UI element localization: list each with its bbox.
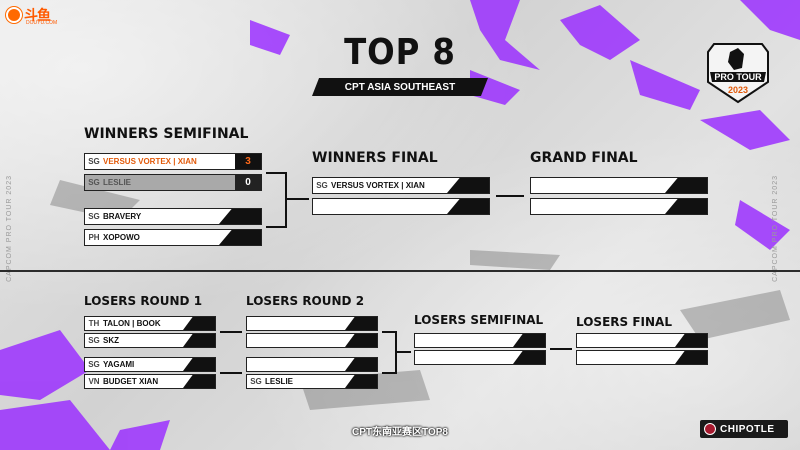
side-text-right: CAPCOM PRO TOUR 2023: [772, 175, 779, 282]
region-code: SG: [88, 212, 100, 221]
losers-semi-slot-2[interactable]: [414, 350, 546, 365]
losers-final-slot-2[interactable]: [576, 350, 708, 365]
bracket-divider: [0, 270, 800, 272]
slot-cap: [219, 230, 261, 245]
sponsor-name: CHIPOTLE: [720, 423, 775, 435]
stream-caption: CPT东南亚赛区TOP8: [352, 427, 448, 438]
player-score: 3: [235, 154, 261, 169]
losers-final-slot-1[interactable]: [576, 333, 708, 348]
losers-semi-slot-1[interactable]: [414, 333, 546, 348]
player-name: LESLIE: [265, 377, 294, 386]
winners-semi-slot-2[interactable]: SG LESLIE 0: [84, 174, 262, 191]
losers-r1-slot-4[interactable]: VN BUDGET XIAN: [84, 374, 216, 389]
douyu-logo: 斗鱼 DOUYU.COM: [6, 4, 62, 26]
losers-r1-slot-1[interactable]: TH TALON | BOOK: [84, 316, 216, 331]
player-name: BUDGET XIAN: [103, 377, 159, 386]
player-name: XOPOWO: [103, 233, 140, 242]
player-name: YAGAMI: [103, 360, 135, 369]
slot-cap: [447, 199, 489, 214]
slot-cap: [447, 178, 489, 193]
player-score: 0: [235, 175, 261, 190]
winners-final-slot-1[interactable]: SG VERSUS VORTEX | XIAN: [312, 177, 490, 194]
player-name: TALON | BOOK: [103, 319, 161, 328]
slot-cap: [665, 178, 707, 193]
winners-semi-slot-3[interactable]: SG BRAVERY: [84, 208, 262, 225]
region-code: VN: [88, 377, 100, 386]
bracket-connector: [285, 198, 309, 200]
pro-tour-logo: PRO TOUR 2023: [707, 43, 769, 104]
winners-semi-slot-4[interactable]: PH XOPOWO: [84, 229, 262, 246]
region-code: SG: [88, 360, 100, 369]
bracket-connector: [266, 172, 286, 174]
slot-cap: [345, 317, 377, 330]
winners-semi-slot-1[interactable]: SG VERSUS VORTEX | XIAN 3: [84, 153, 262, 170]
slot-cap: [345, 358, 377, 371]
page-title: TOP 8: [344, 32, 456, 73]
losers-semifinal-heading: LOSERS SEMIFINAL: [414, 313, 544, 327]
slot-cap: [345, 375, 377, 388]
bracket-connector: [220, 372, 242, 374]
losers-final-heading: LOSERS FINAL: [576, 315, 672, 329]
region-code: PH: [88, 233, 100, 242]
pro-tour-year: 2023: [728, 85, 748, 95]
grand-final-slot-2[interactable]: [530, 198, 708, 215]
douyu-logo-text: 斗鱼: [24, 7, 51, 23]
slot-cap: [665, 199, 707, 214]
losers-r2-slot-2[interactable]: [246, 333, 378, 348]
winners-final-slot-2[interactable]: [312, 198, 490, 215]
bracket-connector: [266, 226, 286, 228]
region-code: SG: [88, 157, 100, 166]
player-name: BRAVERY: [103, 212, 142, 221]
bracket-connector: [382, 372, 396, 374]
player-name: VERSUS VORTEX | XIAN: [103, 157, 197, 166]
bracket-connector: [285, 172, 287, 228]
losers-r2-slot-1[interactable]: [246, 316, 378, 331]
slot-cap: [513, 351, 545, 364]
player-name: LESLIE: [103, 178, 132, 187]
event-subtitle: CPT ASIA SOUTHEAST: [312, 78, 488, 96]
bracket-connector: [220, 331, 242, 333]
region-code: SG: [250, 377, 262, 386]
losers-round2-heading: LOSERS ROUND 2: [246, 294, 365, 308]
slot-cap: [219, 209, 261, 224]
slot-cap: [675, 334, 707, 347]
sponsor-badge: CHIPOTLE: [700, 420, 788, 438]
winners-semifinal-heading: WINNERS SEMIFINAL: [84, 126, 249, 142]
douyu-fish-icon: [6, 7, 22, 23]
slot-cap: [183, 317, 215, 330]
douyu-logo-sub: DOUYU.COM: [26, 20, 58, 26]
grand-final-slot-1[interactable]: [530, 177, 708, 194]
bracket-connector: [395, 351, 411, 353]
slot-cap: [183, 375, 215, 388]
losers-r2-slot-4[interactable]: SG LESLIE: [246, 374, 378, 389]
side-text-left: CAPCOM PRO TOUR 2023: [6, 175, 13, 282]
winners-final-heading: WINNERS FINAL: [312, 150, 438, 166]
slot-cap: [183, 358, 215, 371]
region-code: SG: [88, 178, 100, 187]
pro-tour-text: PRO TOUR: [714, 72, 762, 82]
slot-cap: [183, 334, 215, 347]
losers-r2-slot-3[interactable]: [246, 357, 378, 372]
player-name: VERSUS VORTEX | XIAN: [331, 181, 425, 190]
bracket-connector: [382, 331, 396, 333]
slot-cap: [675, 351, 707, 364]
losers-r1-slot-3[interactable]: SG YAGAMI: [84, 357, 216, 372]
chipotle-logo-icon: [704, 423, 716, 435]
player-name: SKZ: [103, 336, 119, 345]
slot-cap: [345, 334, 377, 347]
losers-round1-heading: LOSERS ROUND 1: [84, 294, 203, 308]
bracket-connector: [550, 348, 572, 350]
region-code: SG: [316, 181, 328, 190]
bracket-connector: [496, 195, 524, 197]
region-code: TH: [88, 319, 100, 328]
grand-final-heading: GRAND FINAL: [530, 150, 638, 166]
losers-r1-slot-2[interactable]: SG SKZ: [84, 333, 216, 348]
slot-cap: [513, 334, 545, 347]
region-code: SG: [88, 336, 100, 345]
